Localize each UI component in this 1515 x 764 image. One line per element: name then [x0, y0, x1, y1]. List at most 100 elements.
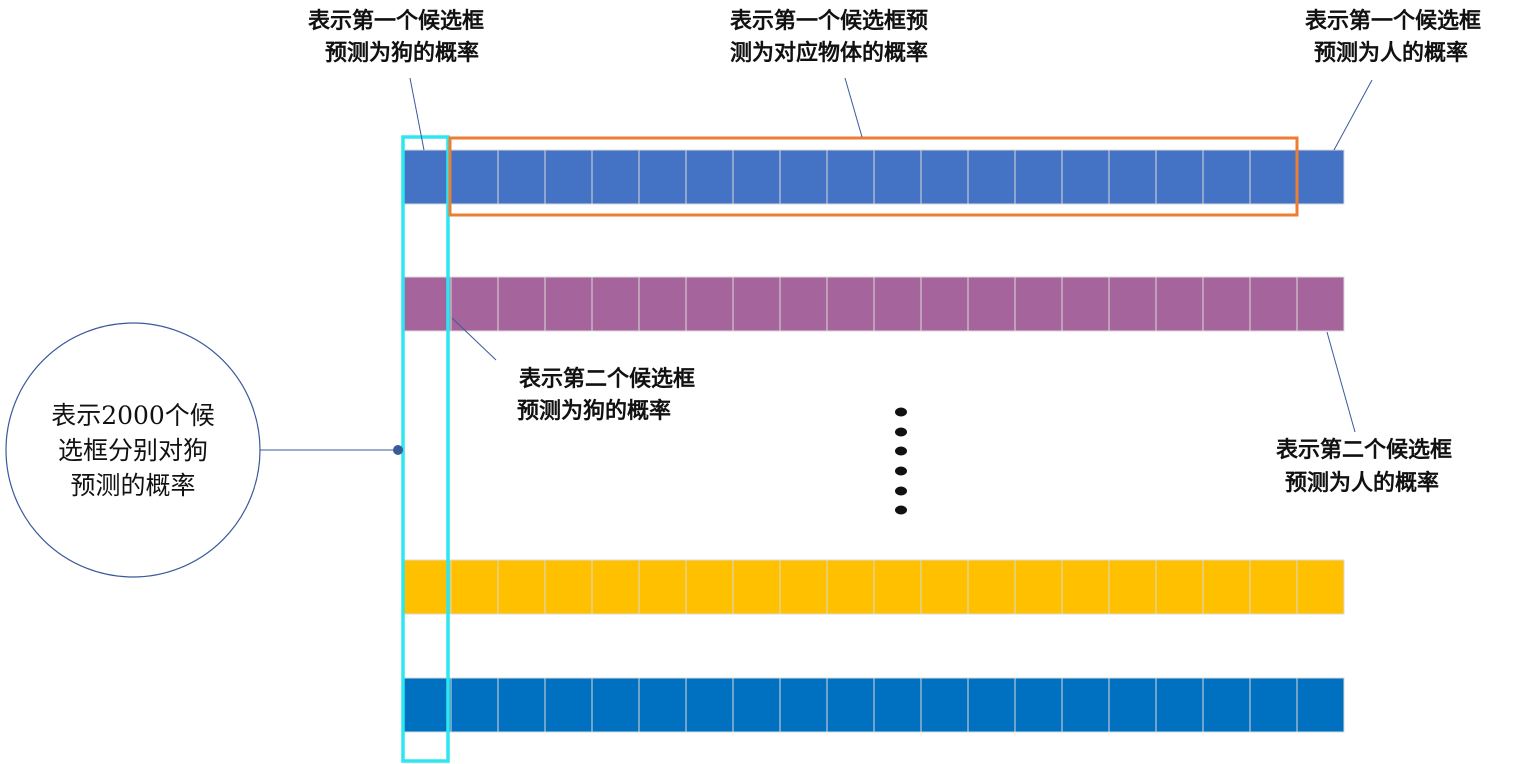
grid-cell	[1202, 149, 1251, 205]
grid-cell	[497, 559, 546, 615]
grid-cell	[920, 677, 969, 733]
grid-cell	[779, 149, 828, 205]
grid-cell	[1202, 276, 1251, 332]
grid-cell	[1249, 677, 1298, 733]
grid-cell	[1108, 559, 1157, 615]
grid-cell	[873, 559, 922, 615]
grid-cell	[544, 559, 593, 615]
grid-cell	[497, 276, 546, 332]
grid-cell	[1155, 677, 1204, 733]
middle-left-label-line-1: 表示第二个候选框	[519, 366, 695, 392]
leader-line-top-left	[409, 77, 425, 151]
grid-cell	[638, 559, 687, 615]
ellipsis-dot	[895, 407, 907, 417]
top-middle-label-line-2: 测为对应物体的概率	[730, 40, 928, 66]
first-column-highlight	[401, 135, 450, 763]
middle-left-label-line-2: 预测为狗的概率	[517, 398, 671, 424]
grid-row-4	[403, 677, 1345, 733]
grid-cell	[1155, 559, 1204, 615]
ellipsis-dot	[895, 505, 907, 515]
circle-label-line-2: 选框分别对狗	[58, 436, 208, 465]
grid-cell	[779, 559, 828, 615]
grid-cell	[1202, 677, 1251, 733]
grid-cell	[403, 559, 452, 615]
grid-cell	[544, 276, 593, 332]
grid-cell	[779, 677, 828, 733]
grid-cell	[403, 149, 452, 205]
grid-cell	[591, 559, 640, 615]
leader-lines	[260, 77, 1373, 451]
grid-cell	[1249, 149, 1298, 205]
grid-cell	[544, 149, 593, 205]
ellipsis-dot	[895, 446, 907, 456]
grid-cell	[873, 276, 922, 332]
grid-cell	[1155, 149, 1204, 205]
class-range-highlight	[448, 136, 1299, 217]
grid-cell	[1108, 276, 1157, 332]
ellipsis-dot	[895, 466, 907, 476]
grid-cell	[920, 276, 969, 332]
grid-cell	[591, 149, 640, 205]
grid-cell	[591, 677, 640, 733]
grid-cell	[1249, 276, 1298, 332]
grid-cell	[638, 677, 687, 733]
grid-cell	[1296, 559, 1345, 615]
grid-cell	[450, 149, 499, 205]
top-right-label-line-1: 表示第一个候选框	[1305, 8, 1481, 34]
ellipsis-dot	[895, 427, 907, 437]
grid-cell	[1061, 559, 1110, 615]
leader-line-top-right	[1333, 79, 1373, 151]
grid-cell	[1249, 559, 1298, 615]
grid-cell	[826, 677, 875, 733]
grid-cell	[873, 677, 922, 733]
grid-cell	[967, 559, 1016, 615]
grid-cell	[638, 149, 687, 205]
grid-cell	[1296, 276, 1345, 332]
ellipsis-dot	[895, 486, 907, 496]
grid-cell	[732, 149, 781, 205]
grid-cell	[732, 559, 781, 615]
leader-line-middle-right	[1326, 331, 1356, 433]
grid-row-1	[403, 149, 1345, 205]
grid-cell	[685, 149, 734, 205]
grid-cell	[685, 276, 734, 332]
grid-cell	[920, 149, 969, 205]
grid-cell	[685, 677, 734, 733]
grid-cell	[779, 276, 828, 332]
grid-cell	[1296, 677, 1345, 733]
leader-line-top-middle	[844, 77, 863, 138]
grid-row-2	[403, 276, 1345, 332]
grid-cell	[1014, 149, 1063, 205]
grid-cell	[873, 149, 922, 205]
grid-cell	[450, 677, 499, 733]
grid-cell	[403, 677, 452, 733]
grid-cell	[826, 559, 875, 615]
vertical-ellipsis-icon	[895, 407, 907, 515]
grid-cell	[1014, 559, 1063, 615]
grid-cell	[967, 677, 1016, 733]
grid-cell	[1061, 677, 1110, 733]
grid-cell	[638, 276, 687, 332]
top-middle-label-line-1: 表示第一个候选框预	[730, 8, 928, 34]
grid-cell	[967, 149, 1016, 205]
probability-grid	[403, 149, 1345, 733]
grid-cell	[497, 677, 546, 733]
top-left-label-line-1: 表示第一个候选框	[308, 8, 484, 34]
annotation-circle	[5, 322, 261, 578]
grid-cell	[403, 276, 452, 332]
grid-cell	[1061, 276, 1110, 332]
grid-cell	[732, 276, 781, 332]
grid-cell	[1108, 149, 1157, 205]
grid-cell	[450, 559, 499, 615]
grid-cell	[497, 149, 546, 205]
leader-line-middle-left	[451, 317, 497, 361]
top-right-label-line-2: 预测为人的概率	[1314, 40, 1468, 66]
grid-cell	[967, 276, 1016, 332]
grid-cell	[920, 559, 969, 615]
grid-cell	[591, 276, 640, 332]
grid-cell	[544, 677, 593, 733]
grid-cell	[1108, 677, 1157, 733]
top-left-label-line-2: 预测为狗的概率	[325, 40, 479, 66]
grid-cell	[1014, 677, 1063, 733]
